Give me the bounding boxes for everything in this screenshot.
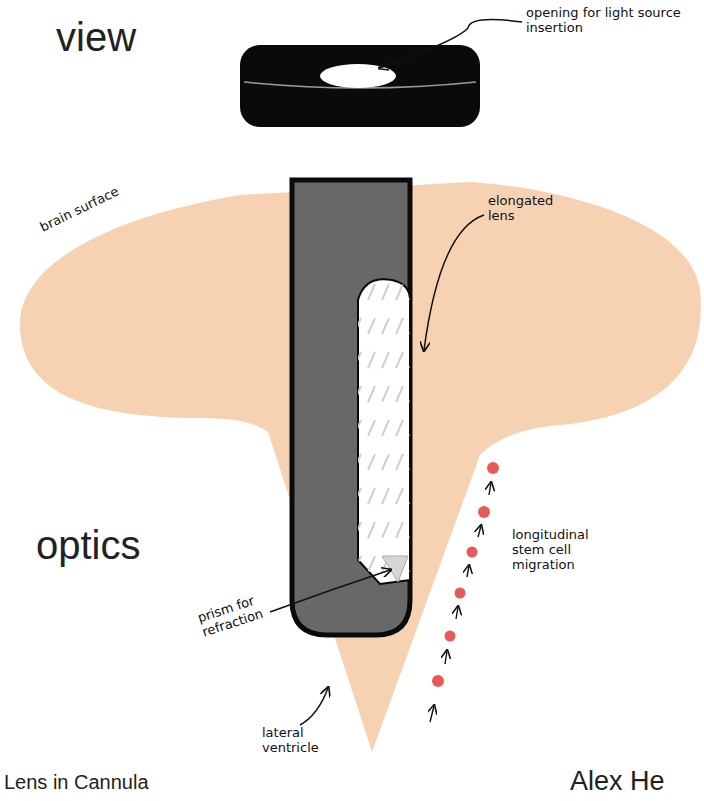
migration-arrows [430,483,491,722]
cannula [292,180,410,635]
callout-label: elongated lens [488,194,568,224]
cannula-cap [240,45,480,127]
slide-footer: Alex He [570,766,700,797]
slide-heading: optics [36,522,196,568]
lens-hatching [358,279,410,584]
slide-heading: view [56,14,176,60]
slide-footer: Lens in Cannula [4,771,204,794]
leader-line [300,688,328,725]
callout-label: opening for light source insertion [526,6,686,36]
stem-cells [432,462,499,687]
leader-line [380,20,522,68]
prism [382,556,408,582]
callout-label: longitudinal stem cell migration [512,528,608,573]
callout-label: lateral ventricle [262,726,334,756]
leader-line [424,215,484,350]
light-opening [320,64,396,88]
leader-lines [270,20,522,725]
elongated-lens [358,279,410,584]
leader-line [270,570,390,612]
callout-label: prism for refraction [196,587,281,640]
